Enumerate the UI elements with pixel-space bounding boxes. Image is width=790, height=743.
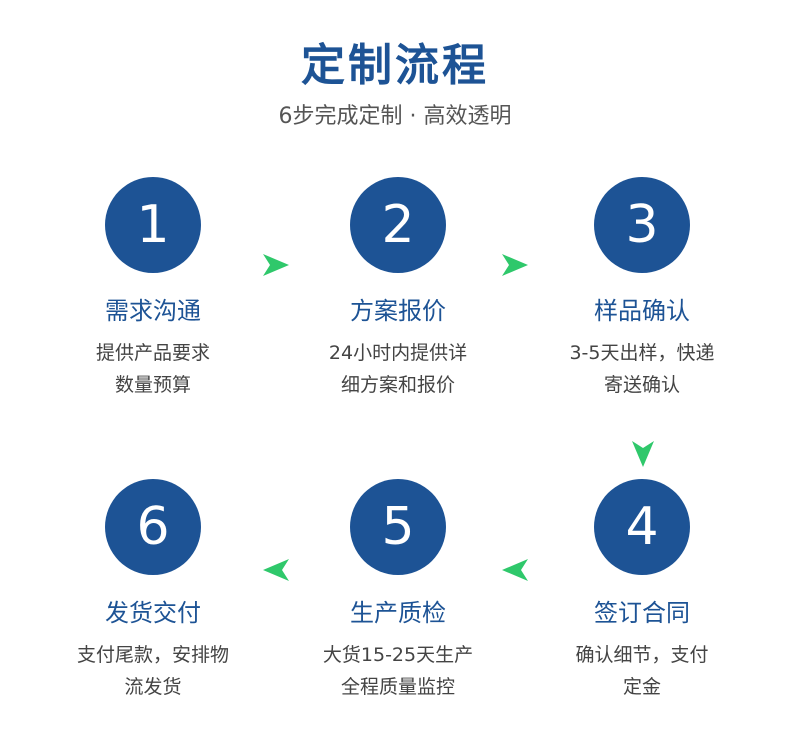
step-number-badge: 2 (350, 177, 446, 273)
step-title: 需求沟通 (105, 297, 201, 325)
step-title: 签订合同 (594, 599, 690, 627)
step-number-badge: 6 (105, 479, 201, 575)
page-title: 定制流程 (301, 40, 489, 91)
arrow-down-icon (626, 437, 660, 471)
step-title: 方案报价 (350, 297, 446, 325)
arrow-left-icon (259, 553, 293, 587)
step-number-badge: 1 (105, 177, 201, 273)
step-2: 2 方案报价 24小时内提供详 细方案和报价 (298, 177, 498, 401)
step-description: 大货15-25天生产 全程质量监控 (322, 644, 474, 698)
step-number-badge: 5 (350, 479, 446, 575)
arrow-right-icon (259, 248, 293, 282)
step-number-badge: 3 (594, 177, 690, 273)
step-title: 样品确认 (594, 297, 690, 325)
step-number-badge: 4 (594, 479, 690, 575)
step-5: 5 生产质检 大货15-25天生产 全程质量监控 (298, 479, 498, 703)
step-description: 支付尾款，安排物 流发货 (76, 644, 229, 698)
arrow-left-icon (498, 553, 532, 587)
step-description: 24小时内提供详 细方案和报价 (328, 342, 468, 396)
step-description: 确认细节，支付 定金 (575, 644, 709, 698)
step-title: 发货交付 (105, 599, 201, 627)
step-4: 4 签订合同 确认细节，支付 定金 (542, 479, 742, 703)
arrow-right-icon (498, 248, 532, 282)
step-6: 6 发货交付 支付尾款，安排物 流发货 (53, 479, 253, 703)
step-description: 3-5天出样，快递 寄送确认 (569, 342, 715, 396)
step-description: 提供产品要求 数量预算 (95, 342, 210, 396)
page-subtitle: 6步完成定制 · 高效透明 (278, 104, 512, 129)
step-3: 3 样品确认 3-5天出样，快递 寄送确认 (542, 177, 742, 401)
step-1: 1 需求沟通 提供产品要求 数量预算 (53, 177, 253, 401)
step-title: 生产质检 (350, 599, 446, 627)
